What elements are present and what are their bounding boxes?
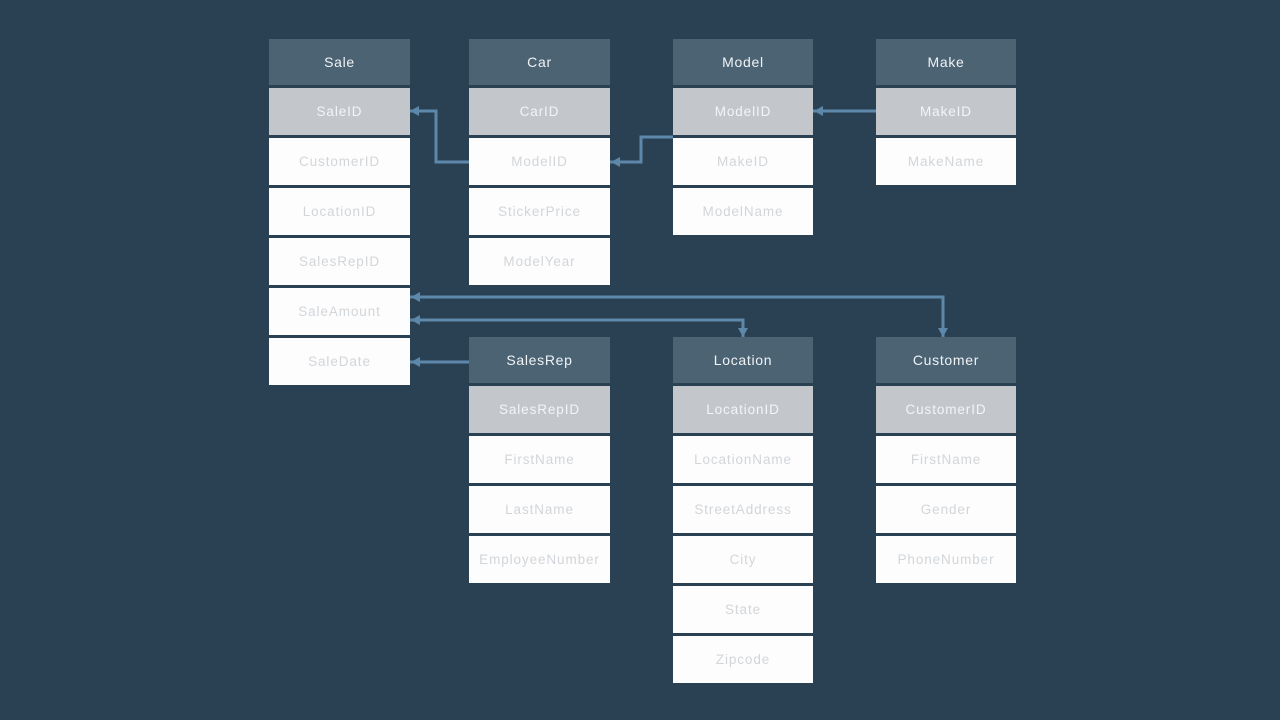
field-row-makeid[interactable]: MakeID (673, 138, 813, 185)
primary-key-row-makeid[interactable]: MakeID (876, 88, 1016, 135)
arrowhead-left-icon (814, 106, 823, 116)
primary-key-row-modelid[interactable]: ModelID (673, 88, 813, 135)
table-header-salesrep[interactable]: SalesRep (469, 337, 610, 383)
field-row-phonenumber[interactable]: PhoneNumber (876, 536, 1016, 583)
field-row-employeenumber[interactable]: EmployeeNumber (469, 536, 610, 583)
field-row-modelid[interactable]: ModelID (469, 138, 610, 185)
arrowhead-left-icon (611, 157, 620, 167)
arrowhead-down-icon (738, 328, 748, 337)
field-row-locationid[interactable]: LocationID (269, 188, 410, 235)
field-row-saleamount[interactable]: SaleAmount (269, 288, 410, 335)
primary-key-row-customerid[interactable]: CustomerID (876, 386, 1016, 433)
primary-key-row-salesrepid[interactable]: SalesRepID (469, 386, 610, 433)
primary-key-row-carid[interactable]: CarID (469, 88, 610, 135)
field-row-streetaddress[interactable]: StreetAddress (673, 486, 813, 533)
primary-key-row-locationid[interactable]: LocationID (673, 386, 813, 433)
arrowhead-left-icon (410, 106, 419, 116)
table-header-make[interactable]: Make (876, 39, 1016, 85)
field-row-locationname[interactable]: LocationName (673, 436, 813, 483)
field-row-saledate[interactable]: SaleDate (269, 338, 410, 385)
table-header-model[interactable]: Model (673, 39, 813, 85)
field-row-firstname[interactable]: FirstName (876, 436, 1016, 483)
field-row-state[interactable]: State (673, 586, 813, 633)
connector-car-modelid-to-model (610, 135, 673, 164)
field-row-firstname[interactable]: FirstName (469, 436, 610, 483)
arrowhead-down-icon (938, 328, 948, 337)
arrowhead-left-icon (411, 357, 420, 367)
table-header-car[interactable]: Car (469, 39, 610, 85)
primary-key-row-saleid[interactable]: SaleID (269, 88, 410, 135)
connector-sale-saleid-to-car-modelid (410, 109, 469, 164)
table-header-sale[interactable]: Sale (269, 39, 410, 85)
table-header-customer[interactable]: Customer (876, 337, 1016, 383)
arrowhead-left-icon (411, 292, 420, 302)
connector-sale-to-customer (410, 295, 945, 337)
field-row-salesrepid[interactable]: SalesRepID (269, 238, 410, 285)
field-row-gender[interactable]: Gender (876, 486, 1016, 533)
field-row-modelname[interactable]: ModelName (673, 188, 813, 235)
field-row-city[interactable]: City (673, 536, 813, 583)
table-header-location[interactable]: Location (673, 337, 813, 383)
field-row-lastname[interactable]: LastName (469, 486, 610, 533)
arrowhead-left-icon (411, 315, 420, 325)
connector-sale-to-location (410, 318, 745, 337)
field-row-modelyear[interactable]: ModelYear (469, 238, 610, 285)
field-row-zipcode[interactable]: Zipcode (673, 636, 813, 683)
field-row-stickerprice[interactable]: StickerPrice (469, 188, 610, 235)
field-row-makename[interactable]: MakeName (876, 138, 1016, 185)
field-row-customerid[interactable]: CustomerID (269, 138, 410, 185)
